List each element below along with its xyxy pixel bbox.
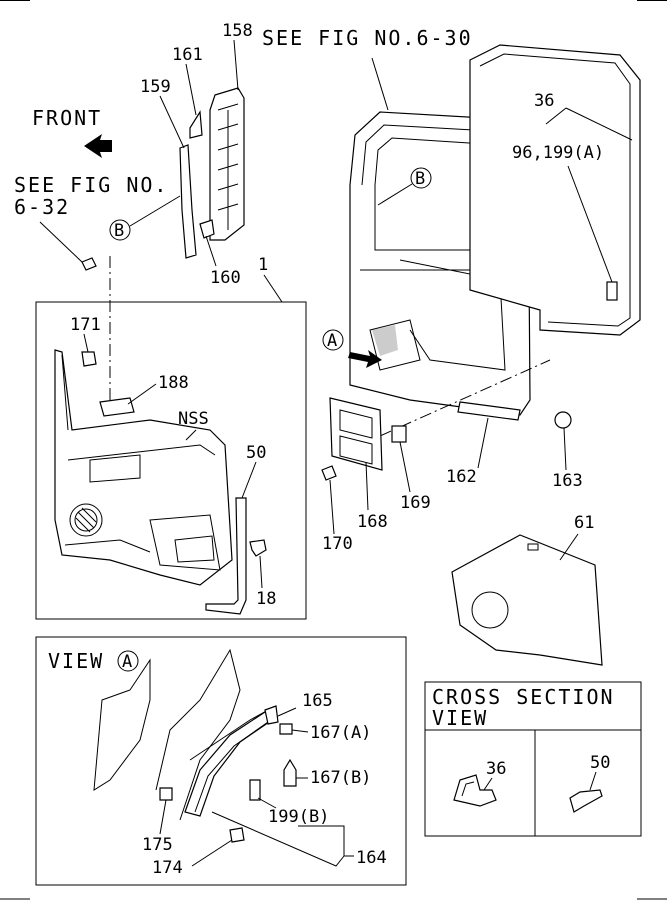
cross-section-callout-50: 50	[590, 753, 610, 773]
clip-175	[159, 787, 173, 801]
callout-160: 160	[210, 268, 241, 288]
screw-170	[321, 465, 337, 481]
view-a-marker	[117, 650, 139, 672]
marker-b-left	[109, 219, 131, 241]
screw-174	[229, 827, 245, 843]
clip-171	[81, 351, 97, 367]
marker-a-door	[322, 329, 344, 351]
view-a-marker-text: A	[122, 652, 132, 672]
see-fig-left-label-2: 6-32	[14, 195, 70, 219]
cross-section-title-1: CROSS SECTION	[432, 685, 615, 709]
callout-nss: NSS	[178, 409, 209, 429]
callout-171: 171	[70, 315, 101, 335]
plate-162	[457, 401, 521, 421]
grommet-160	[199, 219, 215, 239]
callout-36: 36	[534, 91, 554, 111]
callout-1: 1	[258, 255, 268, 275]
marker-b-door-text: B	[415, 169, 425, 189]
clip-161	[189, 110, 203, 139]
cross-section-title-2: VIEW	[432, 706, 488, 730]
weatherstrip-36	[469, 44, 641, 336]
screw-167a	[279, 723, 293, 735]
view-a-box	[35, 636, 407, 886]
front-label: FRONT	[32, 106, 102, 130]
callout-159: 159	[140, 77, 171, 97]
callout-170: 170	[322, 534, 353, 554]
callout-175: 175	[142, 835, 173, 855]
callout-158: 158	[222, 21, 253, 41]
bezel-168	[329, 397, 383, 471]
fastener-18	[249, 539, 267, 557]
callout-61: 61	[574, 513, 594, 533]
callout-161: 161	[172, 45, 203, 65]
marker-b-door	[410, 167, 432, 189]
callout-96-199a: 96,199(A)	[512, 143, 604, 163]
marker-a-door-text: A	[327, 331, 337, 351]
cross-section-callout-36: 36	[486, 759, 506, 779]
clip-167b	[283, 758, 297, 787]
door-trim-panel	[54, 349, 233, 586]
insulator-61	[451, 534, 603, 666]
cross-section-36-shape	[453, 774, 497, 807]
cross-section-50-shape	[569, 789, 603, 813]
clip-169	[391, 425, 407, 443]
callout-167a: 167(A)	[310, 723, 371, 743]
seal-strip-50	[205, 497, 247, 615]
see-fig-top-label: SEE FIG NO.6-30	[262, 26, 473, 50]
trim-panel-158	[209, 87, 245, 241]
callout-165: 165	[302, 691, 333, 711]
front-arrow-icon	[84, 134, 112, 158]
callout-163: 163	[552, 471, 583, 491]
screw-icon	[81, 257, 97, 271]
callout-188: 188	[158, 373, 189, 393]
view-a-title: VIEW	[48, 649, 104, 673]
see-fig-left-label-1: SEE FIG NO.	[14, 173, 168, 197]
callout-50: 50	[246, 443, 266, 463]
fastener-96-199a	[606, 281, 618, 301]
plug-163	[554, 411, 572, 429]
cross-section-box	[424, 681, 642, 837]
bracket-165	[264, 705, 279, 725]
callout-164: 164	[356, 848, 387, 868]
callout-174: 174	[152, 858, 183, 878]
view-a-arrow-icon	[348, 350, 382, 368]
callout-162: 162	[446, 467, 477, 487]
callout-168: 168	[357, 512, 388, 532]
callout-18: 18	[256, 589, 276, 609]
callout-169: 169	[400, 493, 431, 513]
trim-panel-box	[35, 301, 307, 620]
callout-199b: 199(B)	[268, 807, 329, 827]
callout-167b: 167(B)	[310, 768, 371, 788]
seal-strip-159	[179, 144, 197, 259]
fastener-199b	[249, 779, 261, 801]
bracket-188	[99, 397, 135, 417]
marker-b-left-text: B	[114, 221, 124, 241]
